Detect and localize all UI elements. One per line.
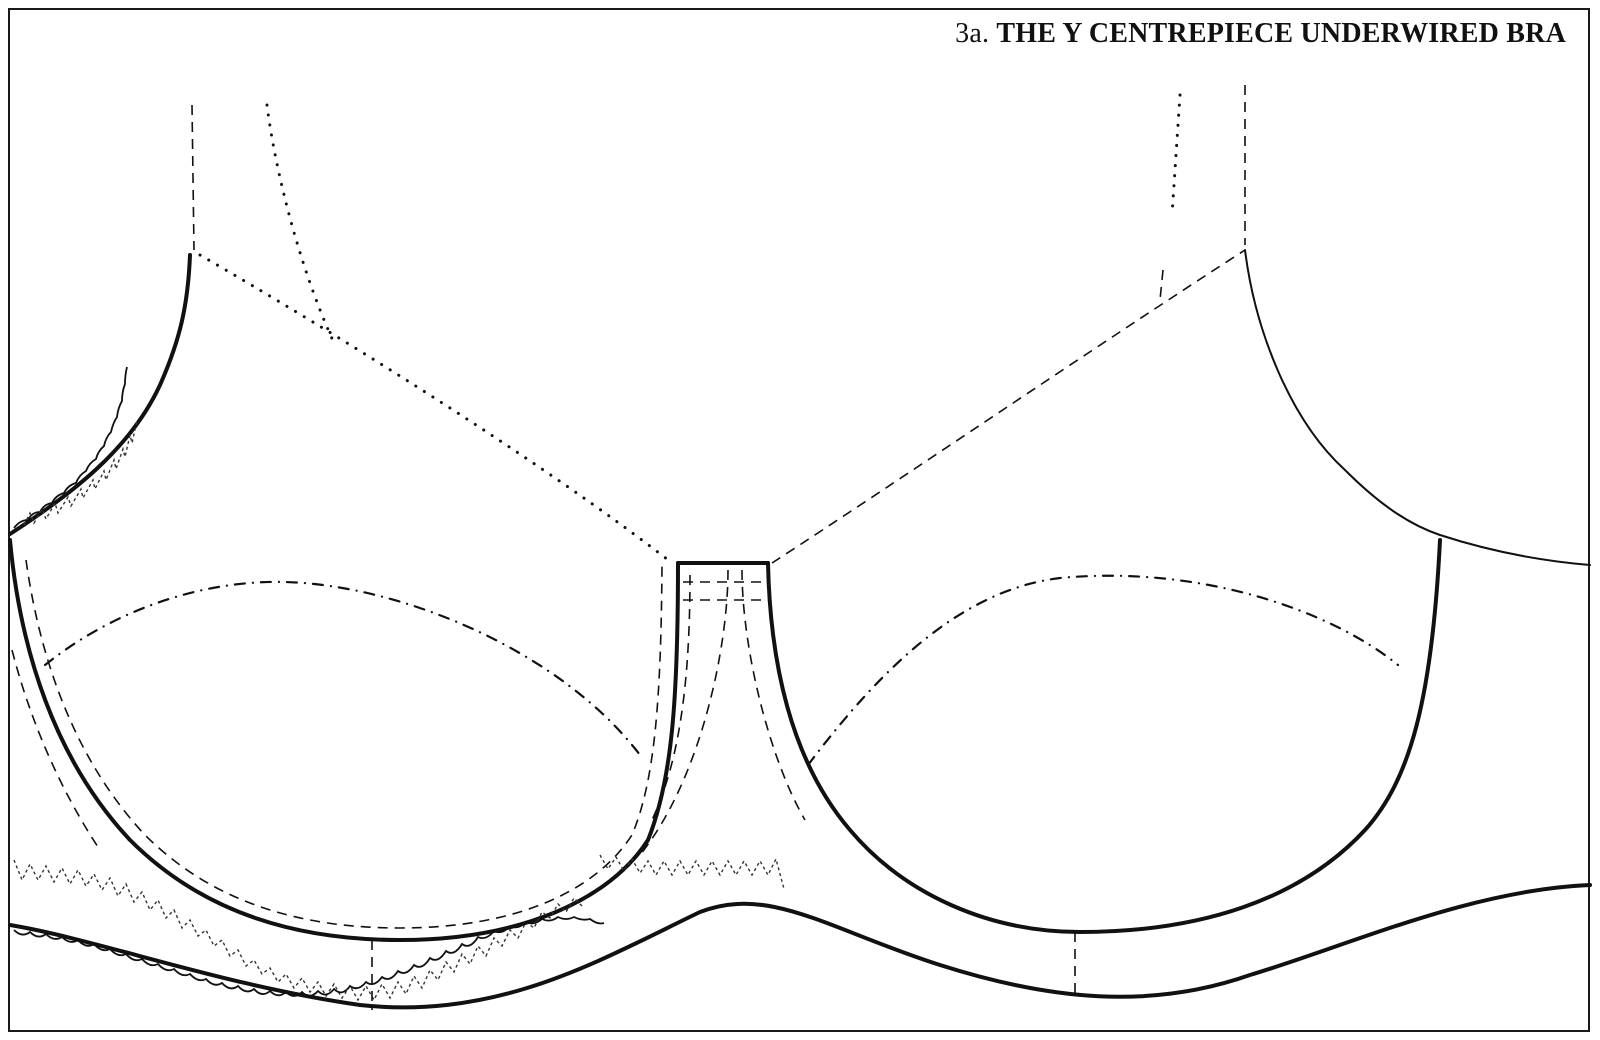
left-underwire (8, 538, 680, 942)
left-neckline-lace (23, 420, 138, 526)
right-strap-short (1159, 269, 1164, 301)
right-armhole-edge (1244, 249, 1441, 536)
left-upper-cup-seam (198, 253, 674, 565)
centre-gore-left-channel (639, 569, 729, 856)
left-strap-edge (191, 104, 195, 251)
lower-band-scallop (13, 915, 605, 997)
right-cup-horizontal-seam (806, 574, 1400, 767)
centre-gore (639, 561, 806, 856)
centre-gore-stitch-top (683, 581, 762, 601)
centre-gore-right-channel (741, 569, 806, 821)
right-strap-topstitch (1170, 93, 1182, 217)
lower-band (8, 854, 1592, 1010)
left-neckline-scallop (13, 366, 128, 529)
lower-band-edge (8, 883, 1592, 1010)
figure-number: 3a. (955, 18, 990, 49)
left-cup-horizontal-seam (43, 580, 642, 757)
left-strap-topstitch (265, 103, 337, 347)
centre-gore-inner-left (651, 574, 691, 821)
left-band-lace (13, 859, 583, 1002)
figure-name: THE Y CENTREPIECE UNDERWIRED BRA (996, 18, 1566, 49)
left-neckline-edge (8, 253, 192, 536)
diagram-frame (8, 8, 1590, 1032)
left-underwire-stitch (25, 559, 663, 929)
right-cup (766, 85, 1591, 1000)
right-band-lace-edge (599, 854, 785, 890)
right-side-band-top (1439, 534, 1591, 566)
right-underwire (766, 538, 1442, 934)
left-side-seam (11, 649, 101, 851)
left-cup (8, 103, 680, 1010)
right-upper-cup-seam (771, 249, 1246, 564)
figure-title: 3a. THE Y CENTREPIECE UNDERWIRED BRA (955, 18, 1566, 50)
